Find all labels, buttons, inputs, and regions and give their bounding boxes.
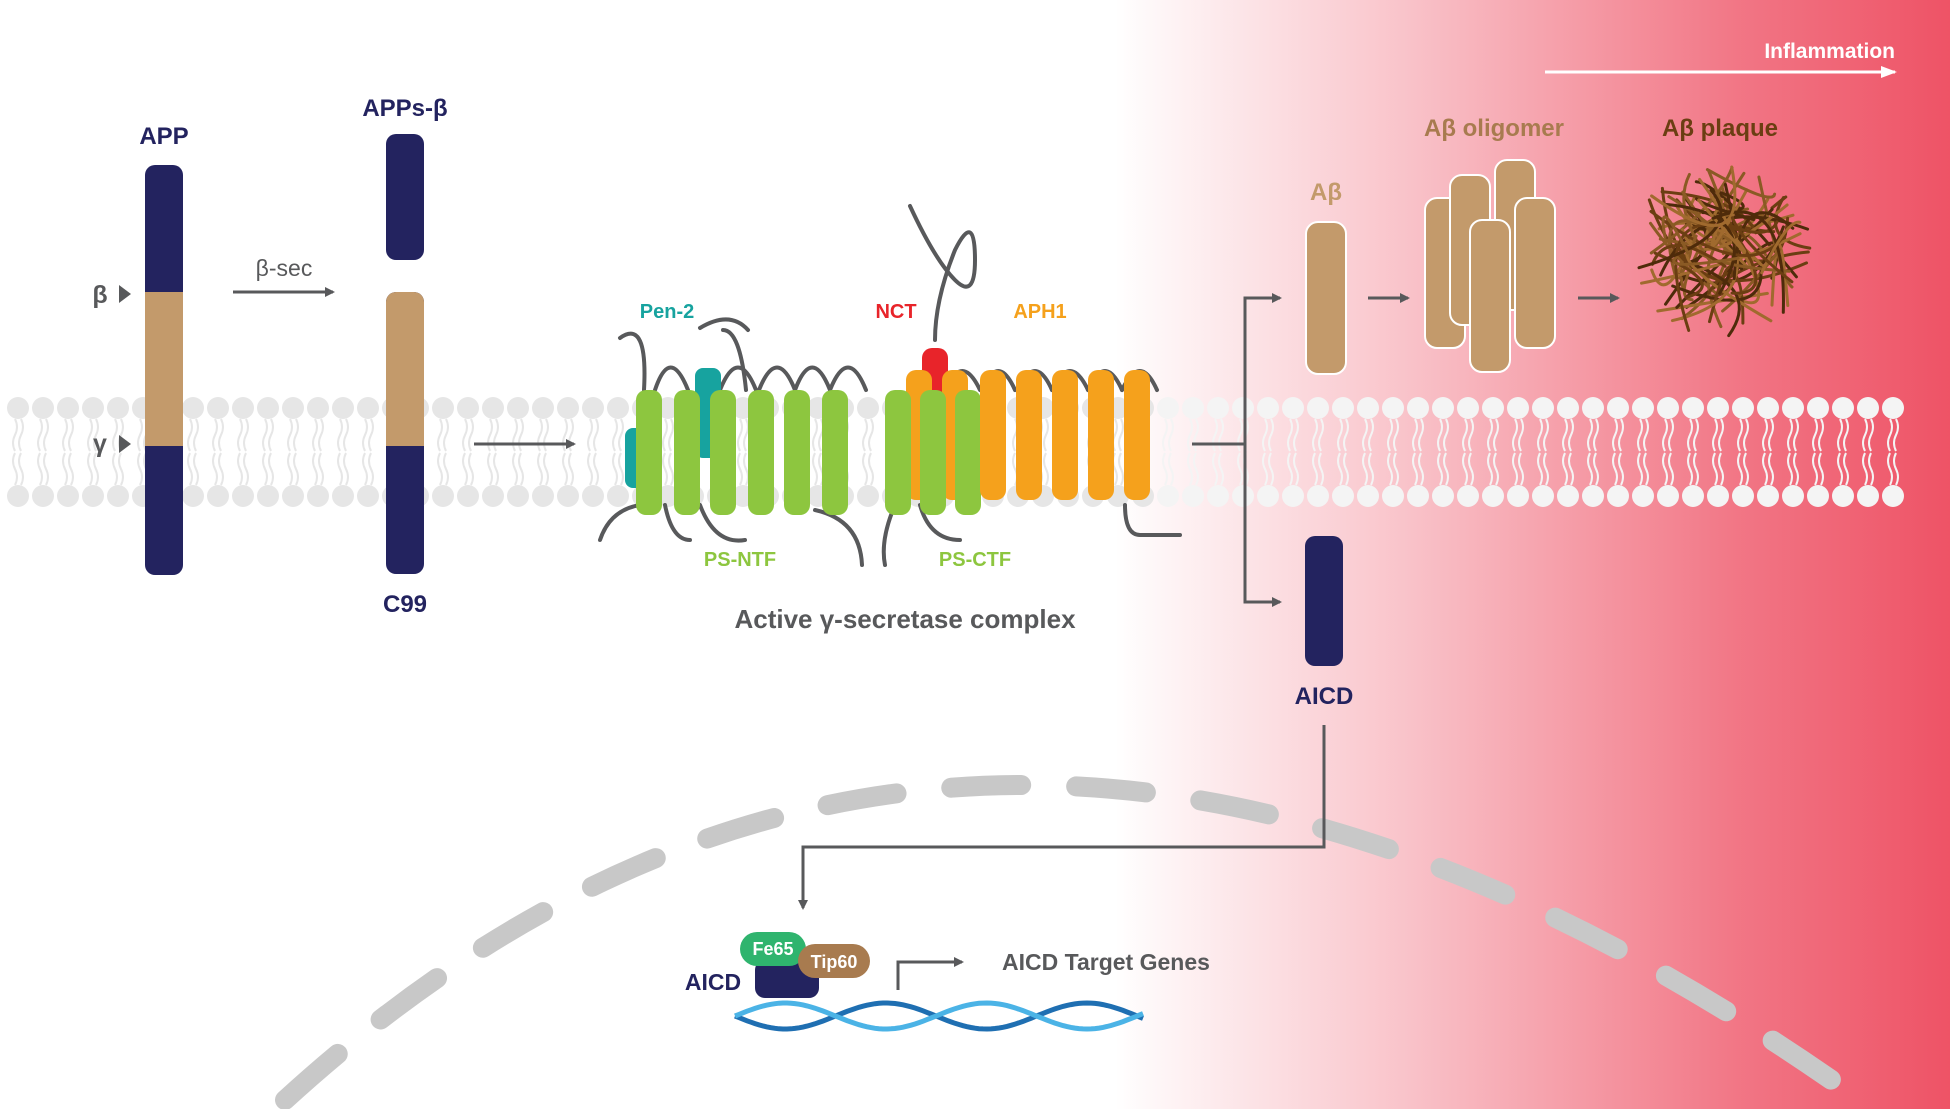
app-label: APP <box>139 123 188 150</box>
abeta-oligomer-label: Aβ oligomer <box>1424 115 1564 142</box>
beta-secretase-label: β-sec <box>256 255 313 281</box>
inflammation-label: Inflammation <box>1764 40 1895 63</box>
gamma-secretase-complex <box>598 204 1182 567</box>
ps-ntf-label: PS-NTF <box>704 549 776 571</box>
cleavage-branch <box>1192 293 1282 607</box>
aicd-label: AICD <box>1295 683 1354 710</box>
fe65-protein <box>740 932 806 966</box>
aicd-nuclear-label: AICD <box>685 969 741 995</box>
apps-beta-label: APPs-β <box>362 95 447 122</box>
c99-label: C99 <box>383 591 427 618</box>
target-genes-label: AICD Target Genes <box>1002 949 1210 975</box>
gamma-site-label: γ <box>93 430 107 458</box>
ps-ctf-label: PS-CTF <box>939 549 1011 571</box>
abeta-oligomer <box>1424 159 1556 373</box>
aicd-to-nucleus-arrow <box>798 725 1326 910</box>
complex-label: Active γ-secretase complex <box>734 604 1076 634</box>
abeta-monomer <box>1305 221 1347 375</box>
beta-site-pointer-icon <box>119 285 131 303</box>
abeta-label: Aβ <box>1310 179 1342 206</box>
gamma-site-pointer-icon <box>119 435 131 453</box>
dna-helix <box>734 1000 1144 1032</box>
abeta-plaque <box>1637 165 1812 338</box>
c99-fragment <box>386 292 424 574</box>
aph1-label: APH1 <box>1013 301 1066 323</box>
apps-beta-fragment <box>386 134 424 260</box>
tip60-label: Tip60 <box>811 952 858 972</box>
beta-site-label: β <box>92 281 107 309</box>
abeta-plaque-label: Aβ plaque <box>1662 115 1778 142</box>
transcription-arrow <box>896 957 964 990</box>
app-protein <box>145 165 183 575</box>
tip60-protein <box>798 944 870 978</box>
pen2-label: Pen-2 <box>640 301 694 323</box>
fe65-label: Fe65 <box>752 939 793 959</box>
aicd-fragment <box>1305 536 1343 666</box>
nct-label: NCT <box>875 301 916 323</box>
nucleus-envelope <box>275 775 1870 1109</box>
